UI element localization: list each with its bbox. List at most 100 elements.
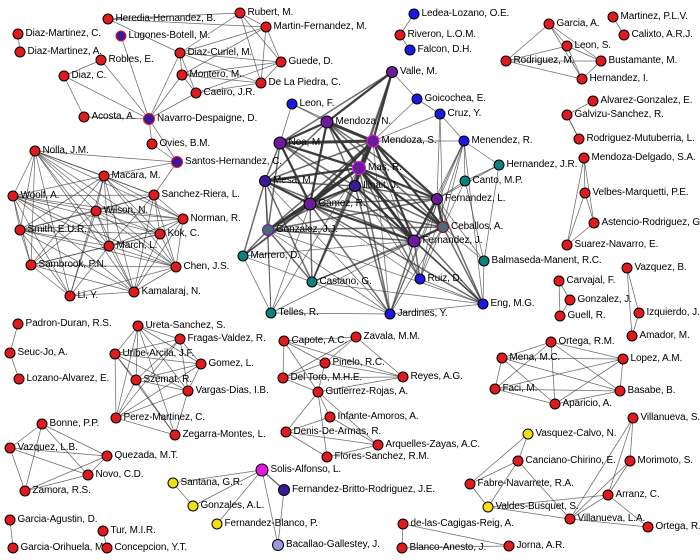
graph-node[interactable] xyxy=(561,109,573,121)
graph-node[interactable] xyxy=(352,161,366,175)
graph-node[interactable] xyxy=(255,77,267,89)
graph-node[interactable] xyxy=(14,224,26,236)
graph-node[interactable] xyxy=(366,134,380,148)
graph-node[interactable] xyxy=(561,40,573,52)
graph-node[interactable] xyxy=(103,240,115,252)
graph-node[interactable] xyxy=(602,489,614,501)
graph-node[interactable] xyxy=(386,66,398,78)
graph-node[interactable] xyxy=(4,514,16,526)
graph-node[interactable] xyxy=(407,234,421,248)
graph-node[interactable] xyxy=(573,133,585,145)
graph-node[interactable] xyxy=(303,197,317,211)
graph-node[interactable] xyxy=(36,418,48,430)
graph-node[interactable] xyxy=(262,224,274,236)
graph-node[interactable] xyxy=(101,542,113,554)
graph-node[interactable] xyxy=(14,46,26,58)
graph-node[interactable] xyxy=(143,113,155,125)
graph-node[interactable] xyxy=(543,18,555,30)
graph-node[interactable] xyxy=(182,385,194,397)
graph-node[interactable] xyxy=(561,239,573,251)
graph-node[interactable] xyxy=(109,348,121,360)
graph-node[interactable] xyxy=(614,385,626,397)
graph-node[interactable] xyxy=(553,275,565,287)
graph-node[interactable] xyxy=(545,336,557,348)
graph-node[interactable] xyxy=(408,8,420,20)
graph-node[interactable] xyxy=(617,353,629,365)
graph-node[interactable] xyxy=(58,70,70,82)
graph-node[interactable] xyxy=(404,44,416,56)
graph-node[interactable] xyxy=(587,95,599,107)
graph-node[interactable] xyxy=(627,412,639,424)
graph-node[interactable] xyxy=(493,159,505,171)
graph-node[interactable] xyxy=(259,175,271,187)
graph-node[interactable] xyxy=(522,428,534,440)
graph-node[interactable] xyxy=(146,138,158,150)
graph-node[interactable] xyxy=(102,13,114,25)
graph-node[interactable] xyxy=(350,331,362,343)
graph-node[interactable] xyxy=(110,412,122,424)
graph-node[interactable] xyxy=(12,318,24,330)
graph-node[interactable] xyxy=(97,525,109,537)
graph-node[interactable] xyxy=(286,98,298,110)
graph-node[interactable] xyxy=(319,357,331,369)
graph-node[interactable] xyxy=(320,115,334,129)
graph-node[interactable] xyxy=(372,439,384,451)
graph-node[interactable] xyxy=(154,228,166,240)
graph-node[interactable] xyxy=(167,477,179,489)
graph-node[interactable] xyxy=(564,513,576,525)
graph-node[interactable] xyxy=(174,47,186,59)
graph-node[interactable] xyxy=(349,180,361,192)
graph-node[interactable] xyxy=(554,310,566,322)
graph-node[interactable] xyxy=(394,29,406,41)
graph-node[interactable] xyxy=(169,429,181,441)
graph-node[interactable] xyxy=(633,307,645,319)
graph-node[interactable] xyxy=(273,136,287,150)
graph-node[interactable] xyxy=(255,463,269,477)
graph-node[interactable] xyxy=(280,426,292,438)
graph-node[interactable] xyxy=(187,500,199,512)
graph-node[interactable] xyxy=(437,221,449,233)
graph-node[interactable] xyxy=(176,69,188,81)
graph-node[interactable] xyxy=(396,542,408,554)
graph-node[interactable] xyxy=(482,501,494,513)
graph-node[interactable] xyxy=(564,294,576,306)
graph-node[interactable] xyxy=(260,21,272,33)
graph-node[interactable] xyxy=(128,286,140,298)
graph-node[interactable] xyxy=(234,7,246,19)
graph-node[interactable] xyxy=(503,540,515,552)
graph-node[interactable] xyxy=(618,29,630,41)
graph-node[interactable] xyxy=(95,54,107,66)
graph-node[interactable] xyxy=(626,330,638,342)
graph-node[interactable] xyxy=(278,335,290,347)
graph-node[interactable] xyxy=(148,189,160,201)
graph-node[interactable] xyxy=(478,255,490,267)
graph-node[interactable] xyxy=(278,484,290,496)
graph-node[interactable] xyxy=(25,259,37,271)
graph-node[interactable] xyxy=(489,383,501,395)
graph-node[interactable] xyxy=(397,518,409,530)
graph-node[interactable] xyxy=(101,450,113,462)
graph-node[interactable] xyxy=(132,320,144,332)
graph-node[interactable] xyxy=(64,290,76,302)
graph-node[interactable] xyxy=(277,372,289,384)
graph-node[interactable] xyxy=(384,308,396,320)
graph-node[interactable] xyxy=(321,451,333,463)
graph-node[interactable] xyxy=(98,170,110,182)
graph-node[interactable] xyxy=(496,352,508,364)
graph-node[interactable] xyxy=(130,374,142,386)
graph-node[interactable] xyxy=(29,145,41,157)
graph-node[interactable] xyxy=(624,455,636,467)
graph-node[interactable] xyxy=(171,156,183,168)
graph-node[interactable] xyxy=(500,55,512,67)
graph-node[interactable] xyxy=(7,542,19,554)
graph-node[interactable] xyxy=(549,398,561,410)
graph-node[interactable] xyxy=(12,28,24,40)
graph-node[interactable] xyxy=(82,469,94,481)
graph-node[interactable] xyxy=(459,175,471,187)
graph-node[interactable] xyxy=(7,190,19,202)
graph-node[interactable] xyxy=(4,442,16,454)
graph-node[interactable] xyxy=(579,187,591,199)
graph-node[interactable] xyxy=(170,261,182,273)
graph-node[interactable] xyxy=(115,30,127,42)
graph-node[interactable] xyxy=(397,371,409,383)
